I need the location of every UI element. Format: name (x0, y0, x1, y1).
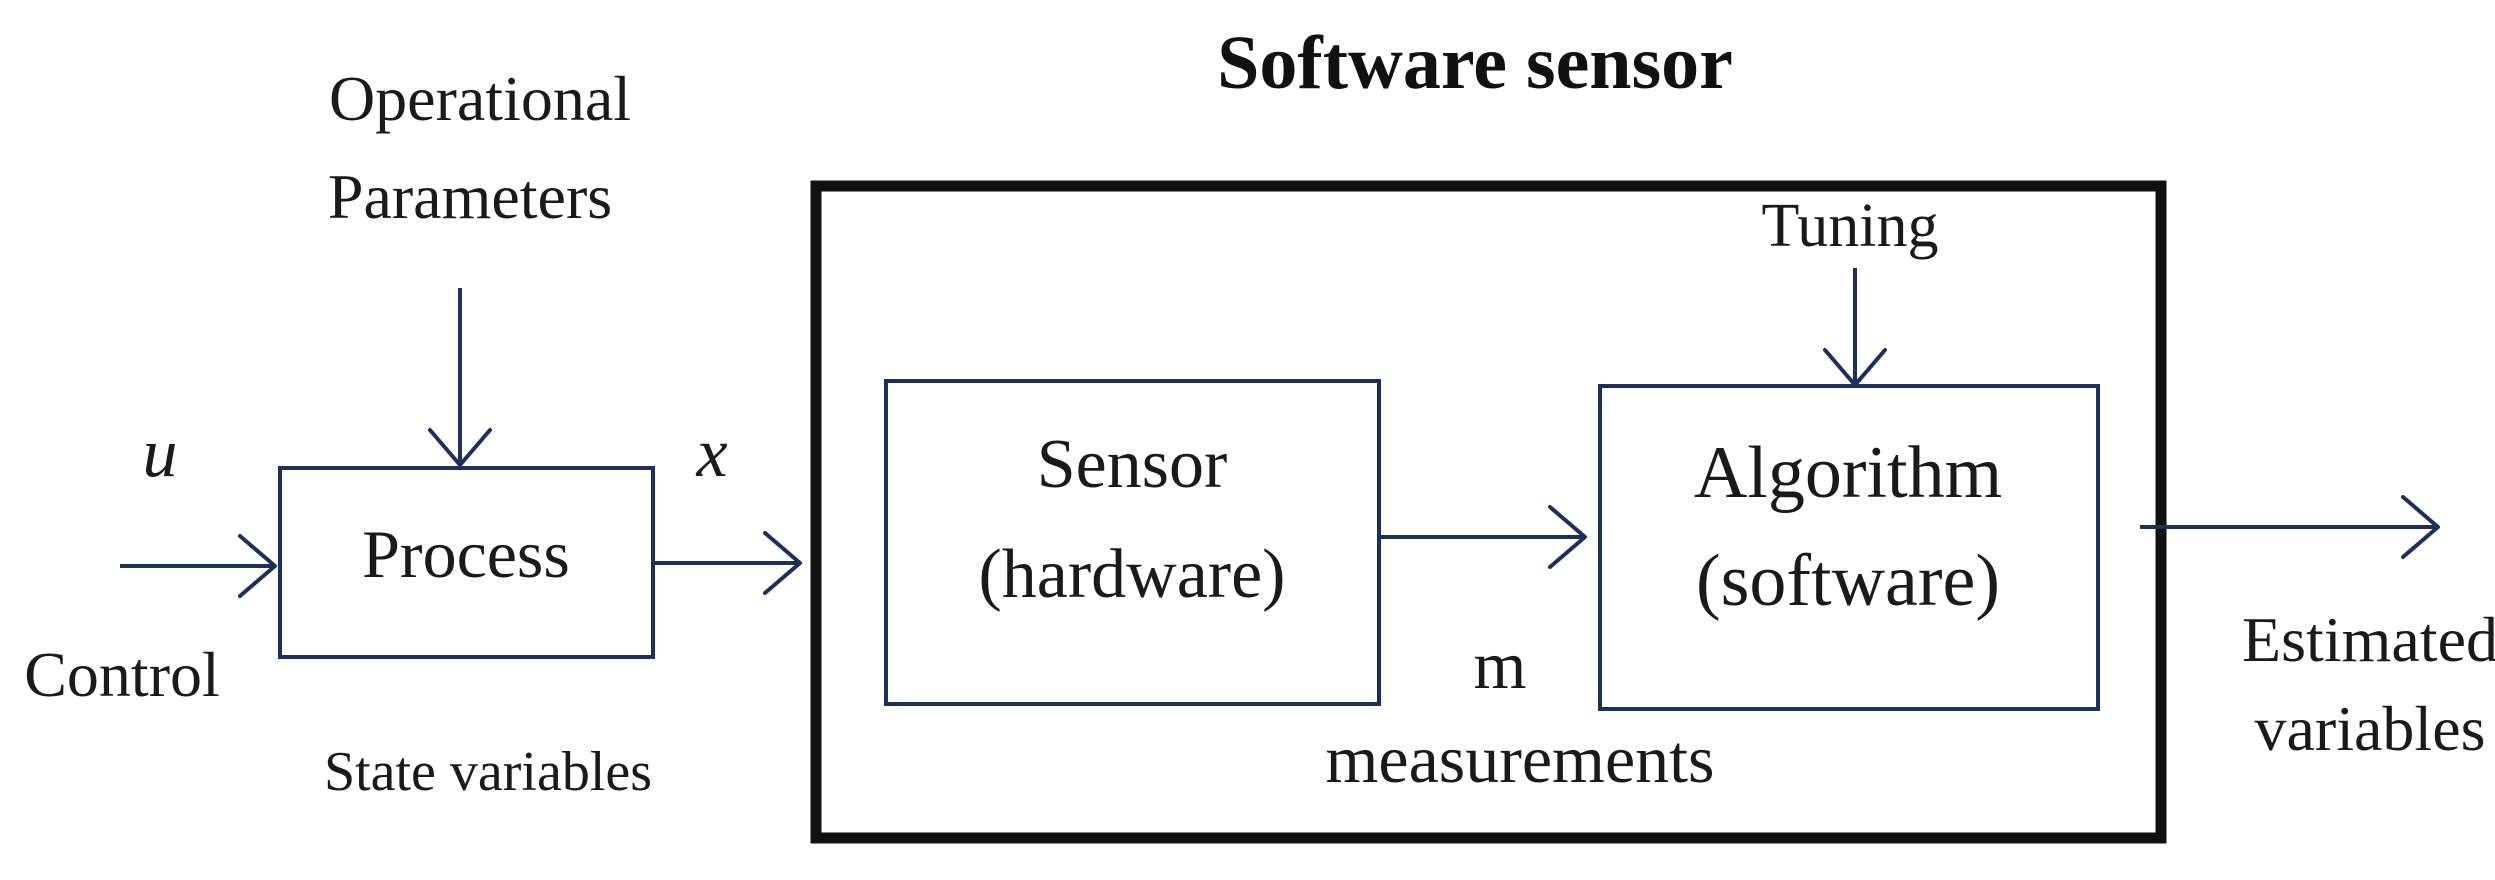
measurement-symbol: m (1474, 627, 1527, 703)
algorithm-label-line2: (software) (1696, 540, 2000, 622)
process-block (278, 466, 655, 659)
sensor-block (884, 379, 1381, 706)
tuning-arrow (1823, 268, 1887, 387)
software-sensor-frame (810, 180, 2167, 844)
control-label: Control (24, 639, 220, 710)
sensor-label-line1: Sensor (1037, 426, 1228, 503)
process-label: Process (362, 516, 570, 592)
tuning-label: Tuning (1762, 192, 1939, 260)
estimated-variables-label-line1: Estimated (2242, 604, 2495, 675)
diagram-title: Software sensor (1217, 21, 1733, 105)
algorithm-label-line1: Algorithm (1694, 432, 2002, 514)
estimated-variables-label-line2: variables (2255, 693, 2486, 764)
measurement-label: measurements (1326, 721, 1715, 797)
sensor-label-line2: (hardware) (978, 536, 1285, 613)
operational-parameters-arrow (428, 288, 492, 467)
state-arrow (653, 531, 802, 595)
measurement-arrow (1379, 505, 1587, 569)
operational-parameters-label-line2: Parameters (328, 161, 612, 232)
state-variables-label: State variables (324, 741, 652, 803)
control-symbol: u (143, 415, 178, 492)
operational-parameters-label-line1: Operational (329, 63, 631, 134)
algorithm-block (1598, 384, 2100, 711)
state-symbol: x (695, 415, 727, 492)
output-arrow (2140, 495, 2440, 559)
control-arrow (120, 534, 277, 598)
